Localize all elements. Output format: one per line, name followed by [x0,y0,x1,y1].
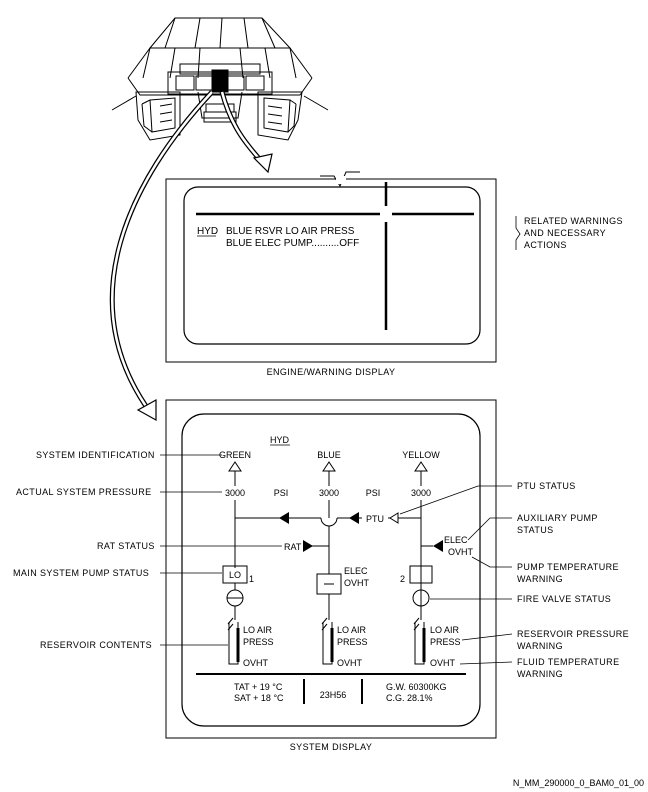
pressure-green: 3000 [225,488,245,498]
pump-green-number: 1 [249,574,254,584]
callout-rsvr-press-2: WARNING [517,641,563,651]
callout-reservoir-contents: RESERVOIR CONTENTS [40,640,152,650]
callout-system-identification: SYSTEM IDENTIFICATION [36,450,155,460]
ovht-blue: OVHT [337,658,363,668]
tat-readout: TAT + 19 °C [234,682,283,692]
pump-yellow-number: 2 [400,574,405,584]
pump-green-status: LO [229,570,241,580]
ovht-label-blue: OVHT [344,578,370,588]
figure-id: N_MM_290000_0_BAM0_01_00 [513,778,644,788]
sd-pumps [222,565,433,620]
ovht-label-yellow: OVHT [448,547,474,557]
callout-pump-temp-2: WARNING [517,574,563,584]
cockpit-illustration [111,17,329,141]
callout-fluid-temp-2: WARNING [517,669,563,679]
sd-panel: HYD SYSTEM DISPLAY [165,399,497,752]
press-blue: PRESS [337,637,368,647]
system-name-blue: BLUE [317,450,341,460]
ewd-caption: ENGINE/WARNING DISPLAY [267,367,396,377]
callout-rat-status: RAT STATUS [97,541,155,551]
gw-readout: G.W. 60300KG [386,682,447,692]
psi-unit-2: PSI [366,488,381,498]
callout-fire-valve-status: FIRE VALVE STATUS [517,594,611,604]
callout-aux-pump-2: STATUS [517,525,554,535]
utc-readout: 23H56 [320,690,347,700]
related-warnings-note: RELATED WARNINGS AND NECESSARY ACTIONS [515,216,623,250]
lo-air-blue: LO AIR [337,625,367,635]
callout-fluid-temp-1: FLUID TEMPERATURE [517,657,619,667]
ovht-green: OVHT [243,658,269,668]
pointer-arrows [109,90,273,422]
sd-pressures: 3000 3000 3000 PSI PSI [225,488,431,498]
pressure-yellow: 3000 [411,488,431,498]
cg-readout: C.G. 28.1% [386,693,433,703]
sd-title: HYD [270,435,290,445]
ewd-system-label: HYD [197,226,218,237]
press-green: PRESS [243,637,274,647]
callout-aux-pump-1: AUXILIARY PUMP [517,513,598,523]
related-warnings-line-1: RELATED WARNINGS [524,216,623,226]
left-callouts [160,454,282,646]
sd-fire-valves [226,589,430,620]
psi-unit-1: PSI [274,488,289,498]
ewd-warning-line-1: BLUE RSVR LO AIR PRESS [226,226,355,237]
sd-system-names: GREEN BLUE YELLOW [219,450,440,486]
ptu-label: PTU [366,514,384,524]
callout-main-system-pump-status: MAIN SYSTEM PUMP STATUS [13,568,149,578]
sd-flow-arrows [279,512,443,552]
system-name-yellow: YELLOW [402,450,440,460]
related-warnings-line-2: AND NECESSARY [524,228,606,238]
pressure-blue: 3000 [319,488,339,498]
ewd-warning-line-2: BLUE ELEC PUMP..........OFF [226,238,359,249]
sat-readout: SAT + 18 °C [234,693,284,703]
ewd-panel: HYD BLUE RSVR LO AIR PRESS BLUE ELEC PUM… [165,171,497,377]
rat-label: RAT [284,542,302,552]
lo-air-yellow: LO AIR [430,625,460,635]
sd-schematic-lines [234,500,433,574]
elec-label-blue: ELEC [344,566,368,576]
press-yellow: PRESS [430,637,461,647]
sd-status-area [196,673,466,704]
related-warnings-line-3: ACTIONS [524,240,567,250]
callout-rsvr-press-1: RESERVOIR PRESSURE [517,629,629,639]
elec-label-yellow: ELEC [444,535,468,545]
lo-air-green: LO AIR [243,625,273,635]
callout-actual-system-pressure: ACTUAL SYSTEM PRESSURE [16,487,152,497]
callout-ptu-status: PTU STATUS [517,481,576,491]
callout-pump-temp-1: PUMP TEMPERATURE [517,562,619,572]
right-callouts [399,485,513,665]
system-name-green: GREEN [219,450,251,460]
ovht-yellow: OVHT [430,658,456,668]
sd-reservoirs [227,617,426,665]
sd-caption: SYSTEM DISPLAY [290,742,372,752]
